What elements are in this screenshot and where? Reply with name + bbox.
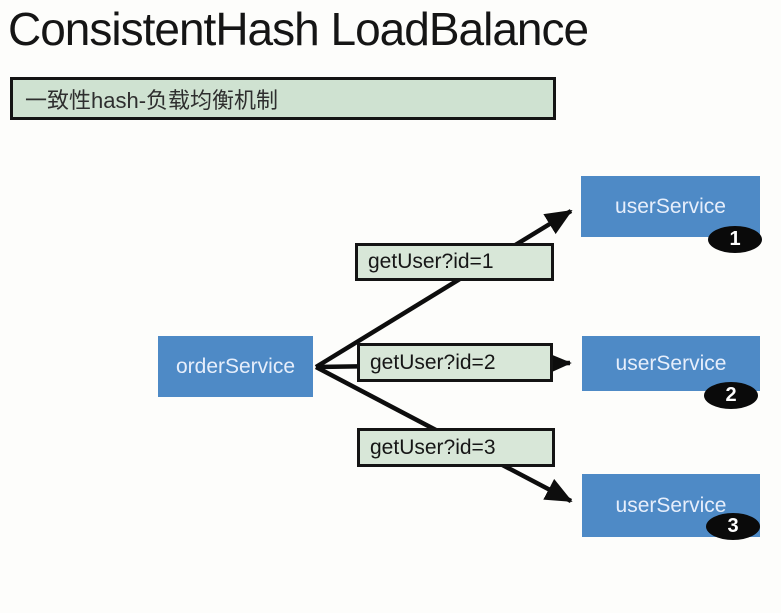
user-service-node-2: userService bbox=[582, 336, 760, 391]
request-label-3: getUser?id=3 bbox=[357, 428, 555, 467]
page-title: ConsistentHash LoadBalance bbox=[8, 3, 589, 55]
subtitle-banner: 一致性hash-负载均衡机制 bbox=[10, 77, 556, 120]
request-label-2: getUser?id=2 bbox=[357, 343, 553, 382]
request-label-1: getUser?id=1 bbox=[355, 243, 554, 281]
provider-number-badge-1: 1 bbox=[708, 226, 762, 253]
user-service-node-3: userService bbox=[582, 474, 760, 537]
arrow-order-to-userservice-1 bbox=[314, 209, 573, 369]
provider-number-badge-3: 3 bbox=[706, 513, 760, 540]
provider-number-badge-2: 2 bbox=[704, 382, 758, 409]
order-service-node: orderService bbox=[158, 336, 313, 397]
